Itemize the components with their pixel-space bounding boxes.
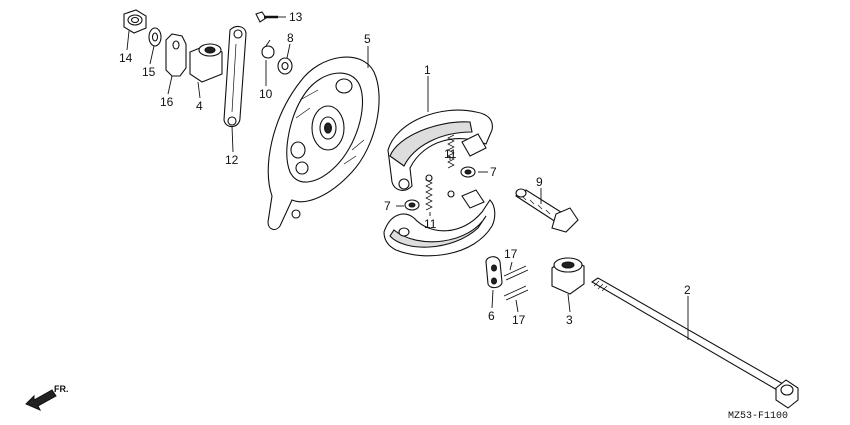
callout-6: 6	[488, 309, 495, 323]
callout-10: 10	[259, 87, 273, 101]
callout-17-upper: 17	[504, 247, 518, 261]
brake-panel-part-5[interactable]	[267, 56, 380, 231]
collar-part-4[interactable]	[189, 43, 223, 83]
brake-shoe-lower-part-1[interactable]	[383, 189, 496, 257]
brake-cam-part-9[interactable]	[514, 188, 579, 233]
callout-4: 4	[196, 99, 203, 113]
cotter-pin-part-10[interactable]	[261, 39, 275, 59]
spring-part-11-lower[interactable]	[425, 174, 433, 211]
collar-part-7-upper[interactable]	[460, 166, 476, 178]
collar-part-7-lower[interactable]	[404, 199, 420, 211]
callout-3: 3	[566, 313, 573, 327]
callout-1: 1	[424, 63, 431, 77]
callout-2: 2	[684, 283, 691, 297]
spring-part-11-upper[interactable]	[447, 134, 455, 198]
callout-labels: 1 2 3 4 5 6 7 7 8 9 10 11 11 12 13 14 15…	[119, 10, 691, 327]
brake-shoe-upper-part-1[interactable]	[387, 109, 493, 191]
callout-16: 16	[160, 95, 174, 109]
plate-part-6[interactable]	[485, 256, 503, 289]
washer-part-15[interactable]	[148, 27, 162, 47]
diagram-code: MZ53-F1100	[728, 411, 788, 422]
direction-label: FR.	[54, 384, 69, 394]
callout-12: 12	[225, 153, 239, 167]
callout-14: 14	[119, 51, 133, 65]
stopper-arm-part-12[interactable]	[223, 25, 247, 128]
callout-7-upper: 7	[490, 165, 497, 179]
callout-13: 13	[289, 10, 303, 24]
callout-5: 5	[364, 32, 371, 46]
nut-part-14[interactable]	[123, 9, 147, 34]
callout-11-upper: 11	[444, 147, 457, 161]
washer-part-8[interactable]	[277, 57, 293, 75]
clip-part-17-lower[interactable]	[503, 285, 529, 301]
callout-17-lower: 17	[512, 313, 526, 327]
callout-9: 9	[536, 175, 543, 189]
callout-15: 15	[142, 65, 156, 79]
bolt-part-13[interactable]	[255, 11, 278, 23]
callout-11-lower: 11	[424, 217, 437, 231]
callout-7-lower: 7	[384, 199, 391, 213]
bracket-part-16[interactable]	[165, 33, 187, 77]
axle-part-2[interactable]	[590, 277, 799, 409]
clip-part-17-upper[interactable]	[503, 265, 529, 281]
front-direction-arrow: FR.	[25, 384, 69, 411]
leader-lines	[126, 16, 689, 340]
callout-8: 8	[287, 31, 294, 45]
collar-part-3[interactable]	[551, 257, 585, 295]
